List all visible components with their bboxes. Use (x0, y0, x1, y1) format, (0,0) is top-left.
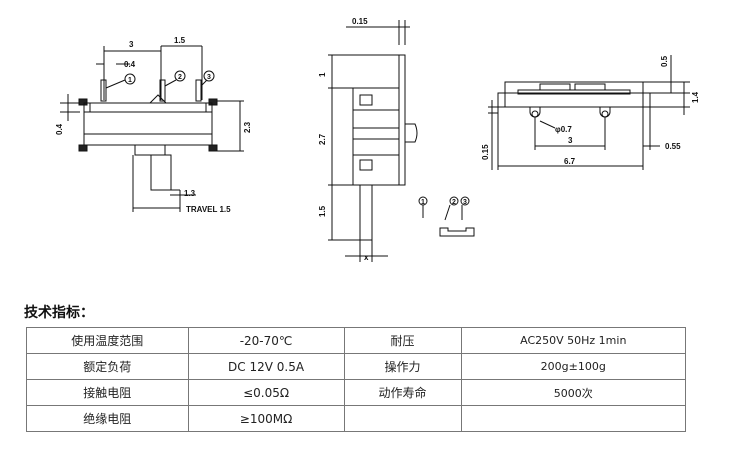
pin-marker-1-circle (124, 73, 136, 85)
dim-front-pin-width: 0.4 (124, 60, 136, 69)
spec-label: 额定负荷 (26, 353, 189, 380)
spec-value: -20-70℃ (187, 327, 345, 354)
spec-value: 200g±100g (460, 353, 687, 380)
top-view (488, 55, 690, 170)
spec-value: ≤0.05Ω (187, 379, 345, 406)
table-row: 绝缘电阻 ≥100MΩ (26, 405, 687, 432)
schematic-marker-2: 2 (452, 199, 456, 206)
front-view (60, 45, 244, 212)
side-view (328, 20, 418, 262)
spec-value: 5000次 (460, 379, 687, 406)
spec-value: AC250V 50Hz 1min (460, 327, 687, 354)
dim-top-left-small: 0.15 (481, 144, 490, 160)
dim-front-height: 2.3 (243, 121, 252, 133)
spec-value (460, 405, 687, 432)
dim-side-bottom: 1.5 (318, 205, 327, 217)
dim-side-x: x (364, 253, 369, 262)
table-row: 使用温度范围 -20-70℃ 耐压 AC250V 50Hz 1min (26, 327, 687, 354)
spec-label (343, 405, 462, 432)
dim-front-actuator: 1.3 (184, 189, 196, 198)
schematic-marker-1: 1 (421, 199, 425, 206)
dim-side-top: 1 (318, 72, 327, 77)
spec-value: ≥100MΩ (187, 405, 345, 432)
schematic (418, 196, 475, 237)
dim-top-pitch: 3 (568, 136, 573, 145)
dim-side-body: 2.7 (318, 133, 327, 145)
pin-marker-2-circle (174, 70, 186, 82)
dim-front-top-width: 3 (129, 40, 134, 49)
spec-label: 接触电阻 (26, 379, 189, 406)
spec-value: DC 12V 0.5A (187, 353, 345, 380)
dim-top-length: 6.7 (564, 157, 576, 166)
dim-top-right-small: 0.55 (665, 142, 681, 151)
dim-front-left-offset: 0.4 (55, 123, 64, 135)
dim-front-pitch: 1.5 (174, 36, 186, 45)
spec-label: 使用温度范围 (26, 327, 189, 354)
travel-label: TRAVEL 1.5 (186, 205, 231, 214)
pin-marker-3-circle (203, 70, 215, 82)
dim-top-hole: φ0.7 (555, 125, 572, 134)
spec-label: 操作力 (343, 353, 462, 380)
dim-top-top-small: 0.5 (660, 55, 669, 67)
dim-side-thickness: 0.15 (352, 17, 368, 26)
spec-label: 动作寿命 (343, 379, 462, 406)
pin-marker-1: 1 (128, 77, 132, 84)
table-row: 接触电阻 ≤0.05Ω 动作寿命 5000次 (26, 379, 687, 406)
schematic-marker-3: 3 (463, 199, 467, 206)
specs-table: 使用温度范围 -20-70℃ 耐压 AC250V 50Hz 1min 额定负荷 … (26, 327, 687, 432)
technical-drawing: 3 1.5 0.4 0.4 2.3 1.3 TRAVEL 1.5 1 2 3 0… (55, 17, 700, 262)
table-row: 额定负荷 DC 12V 0.5A 操作力 200g±100g (26, 353, 687, 380)
dim-top-right-height: 1.4 (691, 91, 700, 103)
spec-label: 绝缘电阻 (26, 405, 189, 432)
spec-label: 耐压 (343, 327, 462, 354)
pin-marker-3: 3 (207, 74, 211, 81)
pin-marker-2: 2 (178, 74, 182, 81)
section-title: 技术指标： (24, 305, 94, 321)
